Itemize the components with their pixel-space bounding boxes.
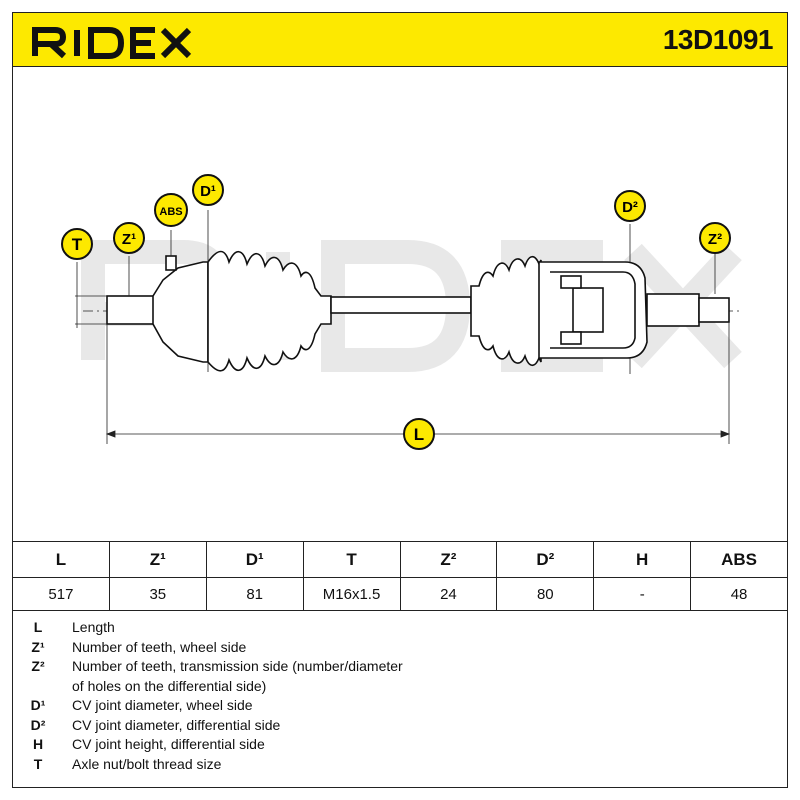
legend-item: Z² Number of teeth, transmission side (n… [13, 657, 787, 677]
specs-value-cell: 517 [12, 577, 110, 611]
legend-key: D² [30, 716, 46, 733]
drive-shaft [106, 250, 730, 372]
legend-key: L [33, 619, 43, 635]
specs-value-cell: 24 [399, 577, 498, 611]
legend-item: L Length [13, 618, 787, 638]
legend-key [13, 677, 63, 697]
legend-text: Number of teeth, wheel side [72, 638, 247, 655]
legend-text: CV joint height, differential side [72, 736, 265, 752]
legend-key: D¹ [30, 697, 46, 713]
svg-text:Z¹: Z¹ [122, 231, 136, 248]
legend-item: of holes on the differential side) [13, 677, 787, 697]
specs-header-cell: H [593, 541, 692, 578]
specs-table: L Z¹ D¹ T Z² D² H ABS 517 35 81 M16x1.5 … [12, 541, 788, 611]
specs-header-cell: T [302, 541, 401, 578]
svg-text:L: L [414, 425, 424, 444]
specs-value-cell: 35 [108, 577, 207, 611]
svg-text:Z²: Z² [708, 231, 722, 248]
drive-shaft-diagram: T Z¹ ABS D¹ D² Z² [61, 174, 743, 450]
label-t: T [61, 228, 93, 260]
label-abs: ABS [154, 193, 188, 227]
specs-header-cell: Z² [399, 541, 498, 578]
ridex-logo-mark [32, 27, 192, 59]
specs-header-cell: D¹ [205, 541, 304, 578]
legend: L Length Z¹ Number of teeth, wheel side … [12, 610, 788, 788]
svg-text:D¹: D¹ [200, 183, 216, 200]
legend-item: Z¹ Number of teeth, wheel side [13, 638, 787, 658]
legend-text: CV joint diameter, differential side [72, 716, 281, 733]
specs-value-row: 517 35 81 M16x1.5 24 80 - 48 [12, 577, 788, 611]
legend-text: CV joint diameter, wheel side [72, 697, 253, 713]
legend-key: Z² [31, 658, 45, 674]
legend-item: T Axle nut/bolt thread size [13, 755, 787, 775]
specs-value-cell: 81 [205, 577, 304, 611]
header-bar: 13D1091 [12, 12, 788, 67]
ridex-logo [29, 22, 199, 60]
specs-value-cell: - [593, 577, 692, 611]
legend-key: T [33, 755, 43, 772]
label-d1: D¹ [192, 174, 224, 206]
specs-value-cell: 48 [690, 577, 788, 611]
label-l: L [403, 418, 435, 450]
svg-text:D²: D² [622, 199, 638, 216]
specs-header-row: L Z¹ D¹ T Z² D² H ABS [12, 541, 788, 578]
specs-value-cell: M16x1.5 [302, 577, 401, 611]
specs-header-cell: Z¹ [108, 541, 207, 578]
label-z1: Z¹ [113, 222, 145, 254]
svg-text:T: T [72, 235, 83, 254]
specs-value-cell: 80 [496, 577, 595, 611]
legend-text: Number of teeth, transmission side (numb… [72, 658, 403, 674]
legend-text: Axle nut/bolt thread size [72, 755, 222, 772]
legend-key: Z¹ [31, 638, 45, 655]
specs-header-cell: ABS [690, 541, 788, 578]
legend-text: Length [72, 619, 115, 635]
svg-text:ABS: ABS [159, 206, 182, 218]
label-d2: D² [614, 190, 646, 222]
legend-item: D¹ CV joint diameter, wheel side [13, 696, 787, 716]
legend-key: H [32, 736, 44, 752]
label-z2: Z² [699, 222, 731, 254]
specs-header-cell: D² [496, 541, 595, 578]
technical-drawing: T Z¹ ABS D¹ D² Z² [12, 66, 788, 542]
legend-item: D² CV joint diameter, differential side [13, 716, 787, 736]
legend-text: of holes on the differential side) [72, 677, 267, 694]
legend-item: H CV joint height, differential side [13, 735, 787, 755]
specs-header-cell: L [12, 541, 110, 578]
part-number: 13D1091 [662, 24, 774, 55]
